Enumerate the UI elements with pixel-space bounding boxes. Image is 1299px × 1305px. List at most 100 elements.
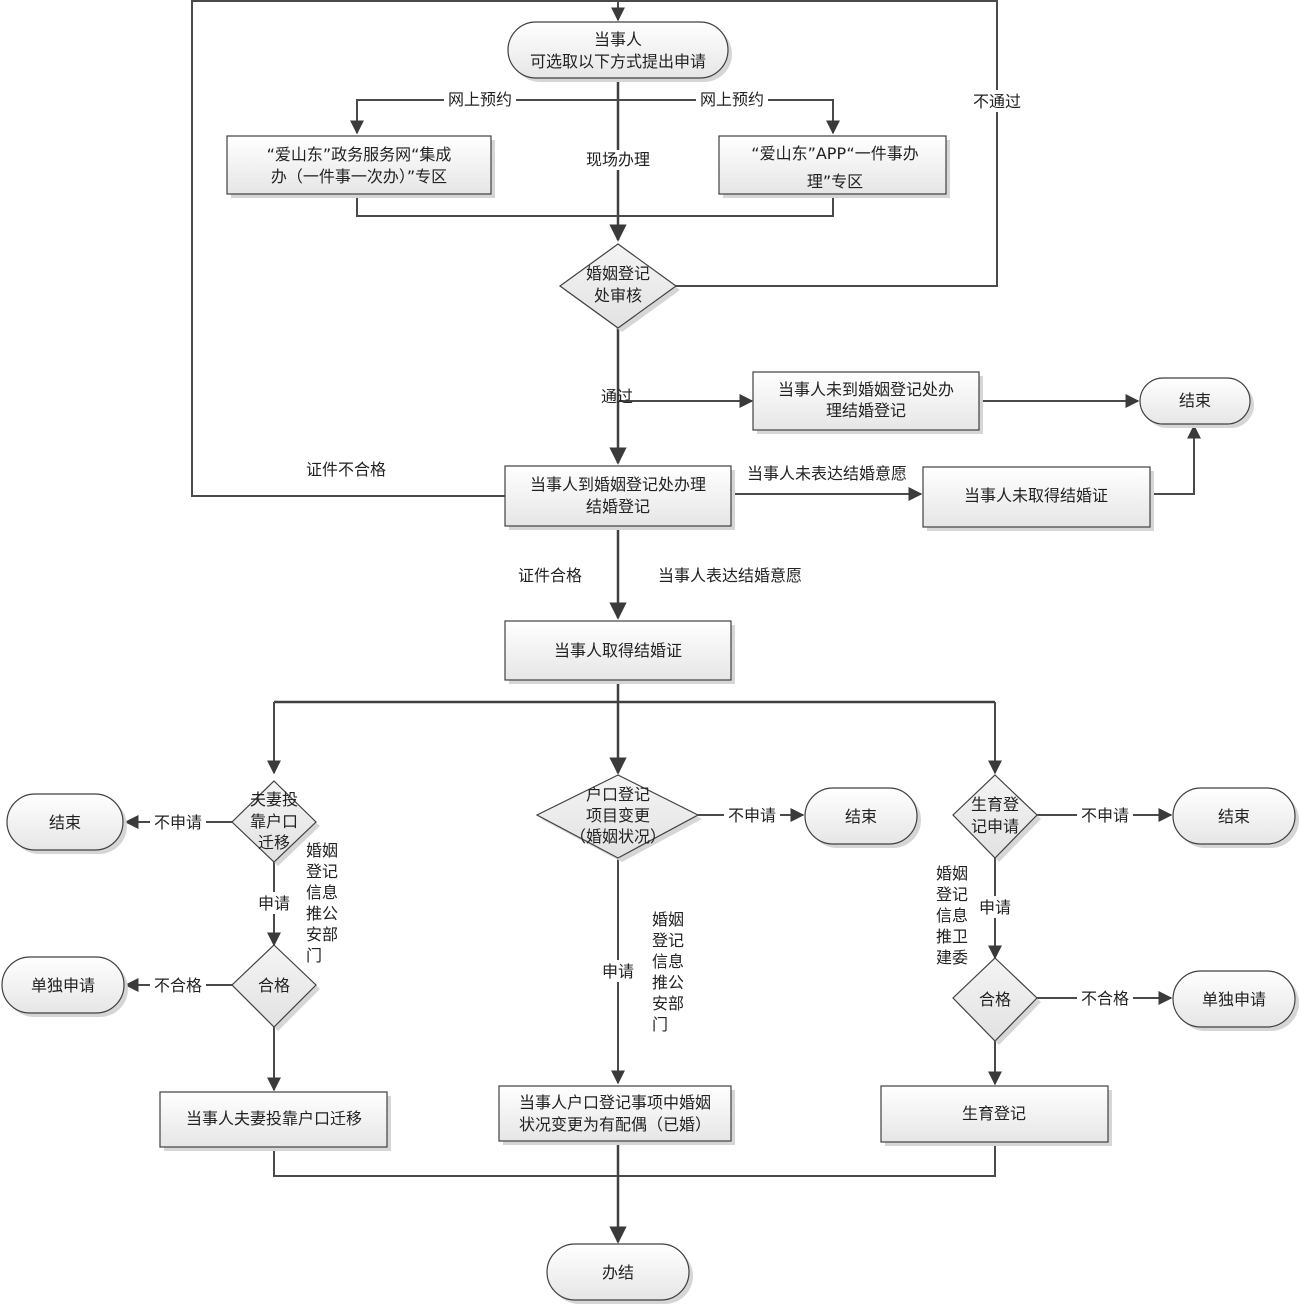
edge-portals-join [356,195,834,217]
node-end-right: 结束 [1172,787,1299,848]
node-end-left: 结束 [6,793,127,854]
label-push-police-left-l4: 推公 [306,904,338,923]
node-arrive-line1: 当事人到婚姻登记处办理 [530,475,706,494]
label-no-willing: 当事人未表达结婚意愿 [747,464,907,483]
edge-join-bottom [273,1142,996,1177]
node-get-cert-label: 当事人取得结婚证 [554,641,682,660]
node-hukou-move-line1: 夫妻投 [250,790,298,809]
edge-no-cert-end [1150,424,1201,495]
label-push-police-mid-l3: 信息 [652,952,684,971]
node-move-done: 当事人夫妻投靠户口迁移 [159,1091,391,1151]
label-push-police-left-l5: 安部 [306,925,338,944]
node-start-line2: 可选取以下方式提出申请 [530,52,706,71]
node-app-portal-line1: “爱山东”APP“一件事办 [751,144,918,163]
node-birth-done: 生育登记 [880,1085,1112,1146]
node-hukou-change-line3: （婚姻状况） [570,827,666,846]
node-end-top: 结束 [1139,377,1254,428]
label-online-left: 网上预约 [448,90,512,109]
node-hukou-change: 户口登记 项目变更 （婚姻状况） [535,774,702,862]
node-start: 当事人 可选取以下方式提出申请 [507,21,732,82]
node-hukou-move: 夫妻投 靠户口 迁移 [231,780,320,866]
label-no-apply-left: 不申请 [154,813,202,832]
label-cert-valid: 证件合格 [518,566,582,585]
label-apply-right: 申请 [979,898,1011,917]
label-willing: 当事人表达结婚意愿 [658,566,802,585]
node-move-done-label: 当事人夫妻投靠户口迁移 [186,1109,362,1128]
node-status-done-line1: 当事人户口登记事项中婚姻 [519,1093,711,1112]
label-online-right: 网上预约 [700,90,764,109]
node-not-arrive-line2: 理结婚登记 [826,401,906,420]
node-web-portal-line2: 办（一件事一次办）”专区 [271,167,447,186]
label-push-health-l3: 信息 [936,906,968,925]
label-apply-left: 申请 [258,894,290,913]
node-hukou-move-line3: 迁移 [258,833,290,852]
node-qualified-left-label: 合格 [258,976,290,995]
label-pass: 通过 [601,387,633,406]
node-hukou-move-line2: 靠户口 [250,812,298,831]
node-app-portal: “爱山东”APP“一件事办 理”专区 [718,135,950,198]
node-not-arrive: 当事人未到婚姻登记处办 理结婚登记 [752,371,983,434]
node-end-top-label: 结束 [1179,391,1211,410]
edge-labels: 网上预约 网上预约 现场办理 不通过 通过 证件不合格 当事人未表达结婚意愿 证… [150,90,1133,1034]
node-separate-left-label: 单独申请 [31,976,95,995]
label-cert-invalid: 证件不合格 [306,460,386,479]
label-push-police-left-l6: 门 [306,946,322,965]
node-finish-label: 办结 [602,1263,634,1282]
node-web-portal: “爱山东”政务服务网“集成 办（一件事一次办）”专区 [226,135,495,198]
node-birth-reg: 生育登 记申请 [952,774,1041,862]
node-end-mid-label: 结束 [845,807,877,826]
label-push-health-l2: 登记 [936,885,968,904]
label-no-apply-right: 不申请 [1081,806,1129,825]
label-apply-mid: 申请 [602,962,634,981]
label-no-apply-mid: 不申请 [728,806,776,825]
node-end-left-label: 结束 [49,813,81,832]
node-no-cert-label: 当事人未取得结婚证 [964,486,1108,505]
node-no-cert: 当事人未取得结婚证 [922,466,1154,531]
node-separate-left: 单独申请 [1,956,128,1017]
node-review-line1: 婚姻登记 [586,264,650,283]
edge-online-right [618,99,840,135]
node-web-portal-line1: “爱山东”政务服务网“集成 [267,145,452,164]
node-end-mid: 结束 [804,787,921,848]
label-push-police-mid: 婚姻 登记 信息 推公 安部 门 [652,910,684,1034]
node-status-done-line2: 状况变更为有配偶（已婚） [519,1115,711,1134]
label-push-police-mid-l5: 安部 [652,994,684,1013]
node-birth-reg-line2: 记申请 [971,817,1019,836]
label-push-police-left: 婚姻 登记 信息 推公 安部 门 [306,841,338,965]
node-status-done: 当事人户口登记事项中婚姻 状况变更为有配偶（已婚） [498,1085,735,1145]
label-push-health-l4: 推卫 [936,927,968,946]
node-separate-right-label: 单独申请 [1202,990,1266,1009]
label-push-police-left-l3: 信息 [306,883,338,902]
node-review-line2: 处审核 [594,286,642,305]
node-qualified-right-label: 合格 [979,990,1011,1009]
label-push-police-mid-l4: 推公 [652,973,684,992]
label-unqualified-left: 不合格 [154,976,202,995]
node-hukou-change-line1: 户口登记 [586,785,650,804]
node-start-line1: 当事人 [594,30,642,49]
node-not-arrive-line1: 当事人未到婚姻登记处办 [778,380,954,399]
node-get-cert: 当事人取得结婚证 [504,620,735,684]
label-push-police-left-l2: 登记 [306,862,338,881]
node-finish: 办结 [546,1243,693,1304]
node-birth-reg-line1: 生育登 [971,795,1019,814]
label-push-police-mid-l6: 门 [652,1015,668,1034]
label-push-health: 婚姻 登记 信息 推卫 建委 [936,864,968,967]
node-review: 婚姻登记 处审核 [558,243,680,332]
label-push-police-mid-l1: 婚姻 [652,910,684,929]
node-birth-done-label: 生育登记 [962,1104,1026,1123]
node-arrive-line2: 结婚登记 [586,497,650,516]
label-push-police-left-l1: 婚姻 [306,841,338,860]
label-push-health-l1: 婚姻 [936,864,968,883]
node-qualified-right: 合格 [952,957,1041,1045]
node-end-right-label: 结束 [1218,807,1250,826]
label-push-health-l5: 建委 [936,948,968,967]
edge-not-pass [191,0,998,497]
label-unqualified-right: 不合格 [1081,989,1129,1008]
node-app-portal-line2: 理”专区 [807,172,863,191]
node-qualified-left: 合格 [231,944,320,1031]
node-separate-right: 单独申请 [1172,970,1299,1031]
node-arrive: 当事人到婚姻登记处办理 结婚登记 [504,465,735,530]
node-hukou-change-line2: 项目变更 [586,806,650,825]
label-push-police-mid-l2: 登记 [652,931,684,950]
